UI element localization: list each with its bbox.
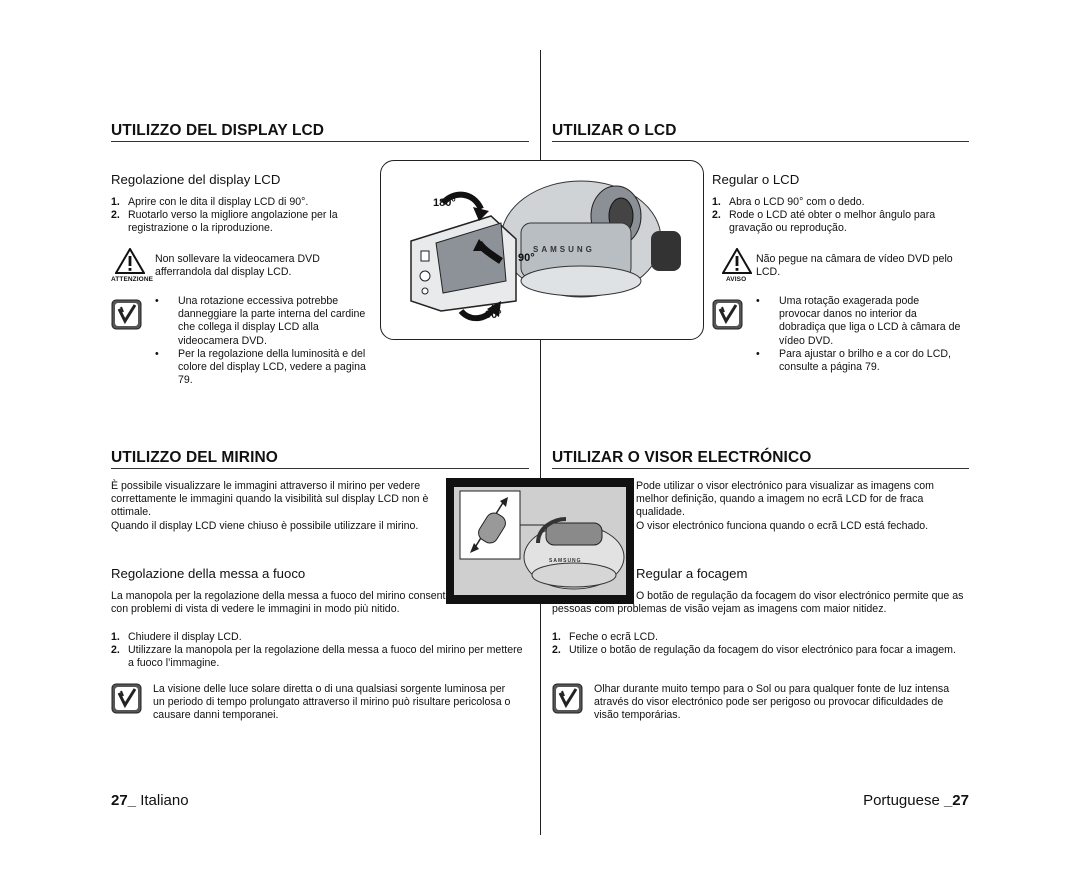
note-item: •Para ajustar o brilho e a cor do LCD, c… [756, 347, 951, 374]
warning-icon [115, 248, 145, 274]
warning-text-it: Non sollevare la videocamera DVD afferra… [155, 253, 320, 279]
lcd-notes-it: •Una rotazione eccessiva potrebbe danneg… [155, 295, 375, 387]
lcd-section-title-pt: UTILIZAR O LCD [552, 122, 969, 142]
page-number: _27 [943, 792, 969, 809]
lcd-steps-pt: 1.Abra o LCD 90° com o dedo. 2.Rode o LC… [712, 196, 972, 236]
focus-subtitle-pt: Regular a focagem [636, 566, 748, 581]
viewfinder-note-pt: Olhar durante muito tempo para o Sol ou … [594, 683, 950, 722]
step-item: 1.Abra o LCD 90° com o dedo. [712, 196, 865, 208]
viewfinder-note-it: La visione delle luce solare diretta o d… [153, 683, 511, 722]
viewfinder-intro-pt: Pode utilizar o visor electrónico para v… [636, 480, 934, 519]
step-item: 1.Chiudere il display LCD. [111, 631, 242, 643]
viewfinder-steps-pt: 1.Feche o ecrã LCD. 2.Utilize o botão de… [552, 631, 970, 657]
viewfinder-intro-it: È possibile visualizzare le immagini att… [111, 480, 429, 519]
step-item: 2.Rode o LCD até obter o melhor ângulo p… [712, 209, 936, 235]
footer-it: 27_ Italiano [111, 792, 189, 809]
warning-text-pt: Não pegue na câmara de vídeo DVD pelo LC… [756, 253, 953, 279]
viewfinder-intro2-it: Quando il display LCD viene chiuso è pos… [111, 520, 419, 532]
lcd-subtitle-pt: Regular o LCD [712, 172, 800, 187]
step-item: 1.Aprire con le dita il display LCD di 9… [111, 196, 309, 208]
language-label: Portuguese [863, 792, 940, 809]
angle-180-label: 180° [433, 197, 456, 209]
lcd-subtitle-it: Regolazione del display LCD [111, 172, 281, 187]
note-item: •Una rotazione eccessiva potrebbe danneg… [155, 295, 366, 347]
note-item: •Per la regolazione della luminosità e d… [155, 347, 366, 387]
center-divider [540, 50, 541, 835]
step-item: 1.Feche o ecrã LCD. [552, 631, 658, 643]
lcd-rotation-figure: 180° 90° 90° SAMSUNG [380, 160, 704, 340]
language-label: Italiano [140, 792, 189, 809]
note-icon [111, 683, 142, 714]
viewfinder-section-title-it: UTILIZZO DEL MIRINO [111, 449, 529, 469]
viewfinder-figure: SAMSUNG [446, 478, 634, 604]
viewfinder-section-title-pt: UTILIZAR O VISOR ELECTRÓNICO [552, 449, 969, 469]
focus-text-it: La manopola per la regolazione della mes… [111, 590, 513, 616]
lcd-notes-pt: •Uma rotação exagerada pode provocar dan… [756, 295, 961, 374]
focus-text-pt: O botão de regulação da focagem do visor… [552, 590, 964, 616]
lcd-steps-it: 1.Aprire con le dita il display LCD di 9… [111, 196, 371, 236]
viewfinder-steps-it: 1.Chiudere il display LCD. 2.Utilizzare … [111, 631, 531, 671]
step-item: 2.Utilizzare la manopola per la regolazi… [111, 644, 523, 670]
focus-subtitle-it: Regolazione della messa a fuoco [111, 566, 306, 581]
warning-icon [722, 248, 752, 274]
angle-90-bottom-label: 90° [485, 309, 502, 321]
note-icon [712, 299, 743, 330]
step-item: 2.Utilize o botão de regulação da focage… [552, 644, 956, 657]
warning-label-it: ATTENZIONE [111, 276, 154, 283]
warning-label-pt: AVISO [726, 276, 747, 283]
samsung-logo: SAMSUNG [549, 558, 582, 564]
angle-90-side-label: 90° [518, 252, 535, 264]
footer-pt: Portuguese _27 [863, 792, 969, 809]
samsung-logo: SAMSUNG [533, 245, 595, 254]
note-icon [552, 683, 583, 714]
note-item: •Uma rotação exagerada pode provocar dan… [756, 295, 961, 347]
note-icon [111, 299, 142, 330]
page-number: 27_ [111, 792, 137, 809]
lcd-section-title-it: UTILIZZO DEL DISPLAY LCD [111, 122, 529, 142]
step-item: 2.Ruotarlo verso la migliore angolazione… [111, 209, 338, 235]
viewfinder-intro2-pt: O visor electrónico funciona quando o ec… [636, 520, 929, 532]
